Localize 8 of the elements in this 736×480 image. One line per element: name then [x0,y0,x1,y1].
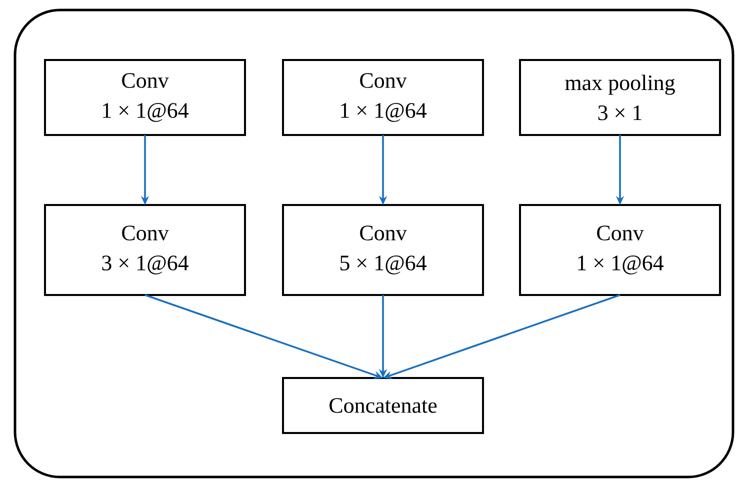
process-box: Conv 1 × 1@64 [44,59,246,136]
outer-frame [14,8,734,478]
process-box: Conv 5 × 1@64 [282,204,484,296]
process-box: max pooling 3 × 1 [519,59,721,136]
process-box: Concatenate [282,377,484,434]
process-box: Conv 1 × 1@64 [519,204,721,296]
process-box: Conv 3 × 1@64 [44,204,246,296]
process-box: Conv 1 × 1@64 [282,59,484,136]
